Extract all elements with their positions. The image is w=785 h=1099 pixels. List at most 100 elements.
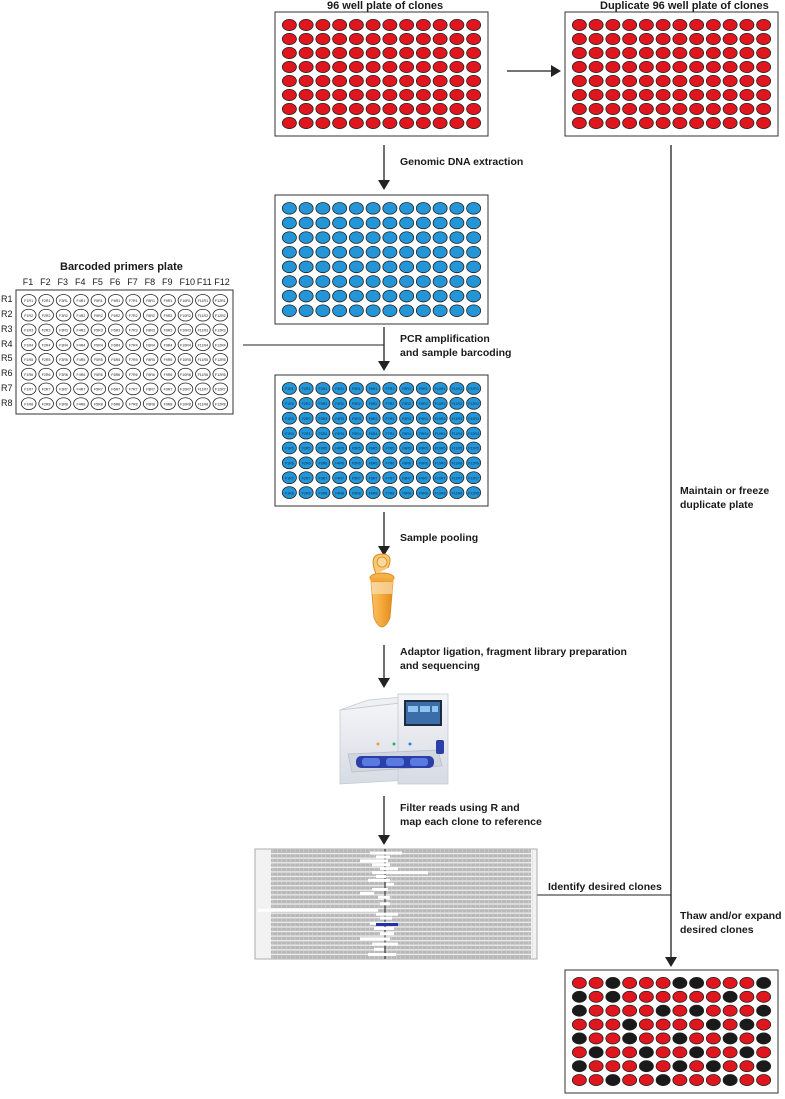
plate-well [672, 47, 688, 60]
well-barcode-label: F7R6 [129, 373, 138, 377]
plate-well [348, 275, 364, 288]
plate-well [655, 1074, 671, 1087]
plate-well [432, 75, 448, 88]
plate-well [365, 245, 381, 259]
well-barcode-label: F2R3 [302, 417, 311, 421]
well-barcode-label: F12R1 [215, 299, 226, 303]
plate-well [466, 61, 482, 74]
plate-well [160, 338, 176, 351]
plate-well [177, 294, 194, 307]
plate-well [739, 89, 755, 102]
plate-well [298, 61, 314, 74]
well-barcode-label: F1R8 [24, 402, 33, 406]
plate-well [55, 294, 72, 307]
plate-well [20, 382, 37, 396]
plate-well [142, 367, 159, 381]
plate-well [195, 397, 211, 410]
plate-well [298, 275, 314, 288]
duplicate-plate-red [564, 11, 779, 137]
plate-well [281, 426, 297, 440]
plate-well [432, 260, 448, 274]
plate-well [466, 117, 482, 130]
plate-well [73, 382, 89, 396]
well-barcode-label: F11R7 [198, 388, 209, 392]
plate-well [348, 471, 364, 485]
plate-well [739, 976, 755, 989]
plate-well [365, 411, 381, 425]
plate-well [108, 397, 124, 410]
plate-well [365, 426, 381, 440]
plate-well [195, 338, 211, 351]
well-barcode-label: F9R1 [164, 299, 173, 303]
plate-well [382, 441, 398, 455]
plate-well [449, 61, 465, 74]
well-barcode-label: F10R7 [435, 476, 446, 480]
well-barcode-label: F1R8 [285, 491, 294, 495]
well-barcode-label: F9R1 [419, 387, 428, 391]
plate-well [298, 231, 314, 244]
deletion-gap [368, 878, 390, 882]
plate-well [348, 33, 364, 46]
plate-well [722, 990, 738, 1003]
plate-well [432, 202, 448, 215]
plate-well [382, 382, 398, 395]
plate-well [332, 304, 348, 317]
plate-well [125, 367, 141, 381]
plate-well [432, 456, 448, 470]
plate-well [571, 89, 587, 102]
well-barcode-label: F7R2 [129, 314, 138, 318]
plate-well [365, 396, 381, 410]
plate-well [348, 231, 364, 244]
plate-well [672, 1032, 688, 1045]
well-barcode-label: F1R6 [285, 462, 294, 466]
well-barcode-label: F7R6 [385, 462, 394, 466]
plate-well [689, 1074, 705, 1087]
plate-well [722, 1018, 738, 1031]
plate-well [415, 411, 431, 425]
step-maintain-line-1: Maintain or freeze [680, 485, 770, 497]
well-barcode-label: F9R4 [164, 343, 173, 347]
well-barcode-label: F12R7 [215, 388, 226, 392]
plate-well [281, 75, 297, 88]
plate-well [722, 89, 738, 102]
plate-well [466, 426, 482, 440]
well-barcode-label: F3R5 [318, 447, 327, 451]
plate-well [399, 411, 415, 425]
well-barcode-label: F5R8 [94, 402, 103, 406]
well-barcode-label: F3R8 [318, 491, 327, 495]
well-barcode-label: F10R6 [435, 462, 446, 466]
deletion-gap [258, 908, 378, 912]
plate-well [605, 61, 621, 74]
deletion-gap [372, 863, 390, 867]
plate-well [432, 486, 448, 499]
plate-well [432, 411, 448, 425]
well-barcode-label: F12R3 [468, 417, 479, 421]
well-barcode-label: F12R2 [468, 402, 479, 406]
plate-well [466, 33, 482, 46]
plate-well [315, 396, 331, 410]
plate-well [399, 103, 415, 116]
well-barcode-label: F11R8 [198, 402, 209, 406]
well-barcode-label: F6R4 [111, 343, 120, 347]
primer-row-label: R3 [1, 323, 13, 334]
plate-well [315, 231, 331, 244]
plate-well [449, 486, 465, 499]
plate-well [672, 18, 688, 31]
plate-well [722, 1004, 738, 1017]
step-filter-label: Filter reads using R and map each clone … [400, 801, 542, 829]
plate-well [415, 103, 431, 116]
plate-well [90, 338, 107, 351]
well-barcode-label: F11R2 [452, 402, 463, 406]
plate-well [605, 1074, 621, 1087]
plate-well [315, 33, 331, 46]
plate-well [365, 202, 381, 215]
plate-well [756, 976, 772, 989]
plate-well [449, 275, 465, 288]
sequencer-instrument-icon [339, 693, 449, 785]
well-barcode-label: F5R4 [352, 432, 361, 436]
step-adaptor-line-2: and sequencing [400, 660, 480, 672]
primer-row-label: R4 [1, 338, 13, 349]
plate-well [90, 367, 107, 381]
plate-well [432, 441, 448, 455]
plate-well [348, 89, 364, 102]
